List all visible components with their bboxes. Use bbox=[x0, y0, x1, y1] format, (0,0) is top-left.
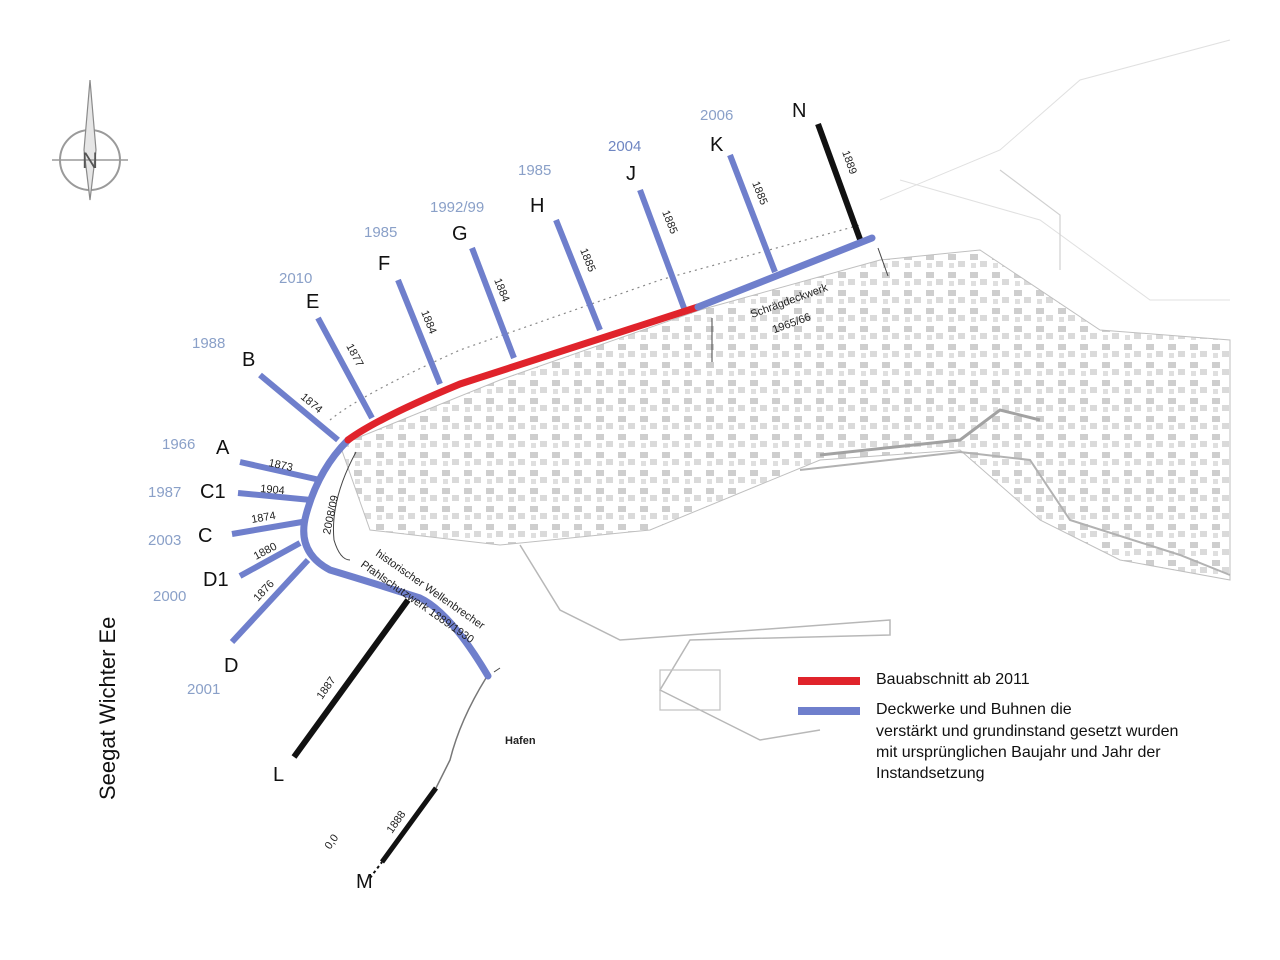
repair-c: 2003 bbox=[148, 532, 181, 549]
repair-c1: 1987 bbox=[148, 484, 181, 501]
built-a: 1873 bbox=[267, 457, 293, 474]
label-j: J bbox=[626, 163, 636, 185]
groyne-f bbox=[395, 278, 443, 386]
repair-g: 1992/99 bbox=[430, 199, 484, 216]
legend-blue-line-2: verstärkt und grundinstand gesetzt wurde… bbox=[876, 723, 1178, 740]
revetment bbox=[300, 234, 876, 680]
dimension-markers bbox=[333, 247, 889, 673]
legend-blue-line-1: Deckwerke und Buhnen die bbox=[876, 701, 1072, 718]
town-area bbox=[339, 39, 1231, 741]
groyne-c bbox=[231, 519, 303, 537]
legend-blue-line-3: mit ursprünglichen Baujahr und Jahr der bbox=[876, 744, 1161, 761]
groyne-labels: B A C1 C D1 D E F G H J K N L M bbox=[198, 100, 806, 893]
label-h: H bbox=[530, 195, 544, 217]
legend-red-text: Bauabschnitt ab 2011 bbox=[876, 671, 1030, 688]
groyne-k bbox=[727, 153, 778, 274]
groyne-b bbox=[258, 372, 340, 443]
repair-k: 2006 bbox=[700, 107, 733, 124]
repair-years: 1988 1966 1987 2003 2000 2001 2010 1985 … bbox=[148, 107, 733, 698]
repair-d1: 2000 bbox=[153, 588, 186, 605]
built-c: 1874 bbox=[250, 510, 276, 526]
revetment-blue-east bbox=[694, 234, 876, 311]
label-f: F bbox=[378, 253, 390, 275]
dotted-line bbox=[329, 224, 861, 421]
groyne-n bbox=[815, 122, 864, 244]
label-c1: C1 bbox=[200, 481, 226, 503]
groyne-m bbox=[379, 786, 439, 864]
label-b: B bbox=[242, 349, 255, 371]
groyne-l bbox=[291, 598, 411, 759]
repair-b: 1988 bbox=[192, 335, 225, 352]
revetment-blue-west bbox=[300, 436, 492, 680]
compass-letter: N bbox=[82, 148, 98, 173]
repair-j: 2004 bbox=[608, 138, 641, 155]
label-g: G bbox=[452, 223, 468, 245]
repair-e: 2010 bbox=[279, 270, 312, 287]
legend: Bauabschnitt ab 2011 Deckwerke und Buhne… bbox=[798, 671, 1178, 782]
legend-blue-swatch bbox=[798, 707, 860, 715]
revetment-red bbox=[344, 303, 702, 444]
legend-blue-line-4: Instandsetzung bbox=[876, 765, 985, 782]
repair-d: 2001 bbox=[187, 681, 220, 698]
groyne-e bbox=[315, 316, 375, 420]
harbor-pier bbox=[435, 677, 487, 789]
groyne-lines bbox=[229, 122, 864, 879]
groyne-c1 bbox=[237, 490, 312, 503]
label-d1: D1 bbox=[203, 569, 229, 591]
label-k: K bbox=[710, 134, 724, 156]
groyne-d bbox=[229, 557, 311, 645]
label-l: L bbox=[273, 764, 284, 786]
built-c1: 1904 bbox=[260, 483, 285, 497]
groyne-d1 bbox=[238, 540, 302, 579]
harbor-label: Hafen bbox=[505, 735, 536, 747]
label-c: C bbox=[198, 525, 212, 547]
compass-icon: N bbox=[52, 79, 128, 201]
label-e: E bbox=[306, 291, 319, 313]
repair-a: 1966 bbox=[162, 436, 195, 453]
groyne-a bbox=[239, 459, 321, 483]
repair-f: 1985 bbox=[364, 224, 397, 241]
repair-h: 1985 bbox=[518, 162, 551, 179]
groyne-h bbox=[553, 218, 603, 332]
label-m: M bbox=[356, 871, 373, 893]
map-title: Seegat Wichter Ee bbox=[95, 617, 120, 800]
label-a: A bbox=[216, 437, 230, 459]
label-d: D bbox=[224, 655, 238, 677]
groyne-g bbox=[469, 246, 517, 360]
legend-red-swatch bbox=[798, 677, 860, 685]
label-n: N bbox=[792, 100, 806, 122]
groyne-j bbox=[637, 188, 687, 310]
